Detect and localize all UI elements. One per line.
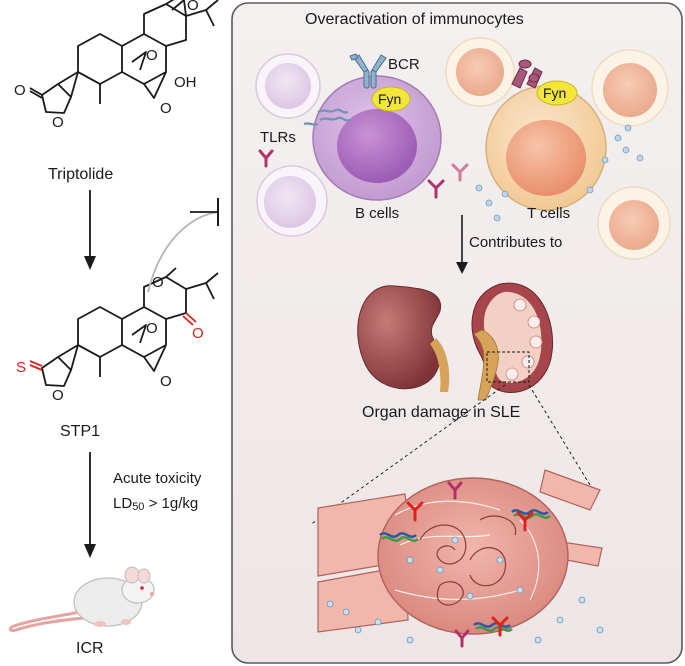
bcr-label: BCR xyxy=(388,56,420,73)
svg-text:O: O xyxy=(52,114,64,131)
fyn-t-blob xyxy=(536,80,578,106)
stp1-atoms: S O O O O O xyxy=(16,274,204,404)
ld-value: > 1g/kg xyxy=(144,495,199,512)
tlr-receptors xyxy=(303,108,351,126)
free-antibodies xyxy=(258,149,469,199)
small-t-cell-top-right xyxy=(591,49,669,127)
fyn-b-label: Fyn xyxy=(378,91,402,107)
arrow-2-head xyxy=(84,544,96,558)
svg-text:O: O xyxy=(52,387,64,404)
extracellular-dots xyxy=(326,596,604,644)
svg-text:O: O xyxy=(187,0,199,14)
small-t-cell-bottom-right xyxy=(597,186,671,260)
ld-subscript: 50 xyxy=(132,501,145,513)
contributes-label: Contributes to xyxy=(469,234,563,251)
ld-prefix: LD xyxy=(113,495,133,512)
kidney-right-section xyxy=(471,282,554,401)
tlrs-label: TLRs xyxy=(260,129,296,146)
svg-text:O: O xyxy=(146,47,158,64)
svg-text:O: O xyxy=(160,373,172,390)
small-t-cell-top-left xyxy=(445,37,515,107)
svg-text:O: O xyxy=(192,325,204,342)
small-b-cell-bottom xyxy=(256,165,328,237)
triptolide-structure xyxy=(29,0,219,114)
mouse-label: ICR xyxy=(76,640,104,657)
bcr-receptor xyxy=(349,53,387,89)
organ-damage-label: Organ damage in SLE xyxy=(362,404,521,421)
triptolide-label: Triptolide xyxy=(48,166,114,183)
mouse-illustration xyxy=(8,566,155,632)
glomerulus xyxy=(317,469,603,648)
toxicity-line2: LD50 > 1g/kg xyxy=(113,496,198,513)
svg-text:O: O xyxy=(14,82,26,99)
b-cells-label: B cells xyxy=(355,205,400,222)
zoom-box xyxy=(486,351,530,383)
fyn-t-label: Fyn xyxy=(543,85,567,101)
inhibition-curve xyxy=(147,211,219,293)
svg-text:O: O xyxy=(146,320,158,337)
stp1-structure xyxy=(41,267,219,387)
fyn-b-blob xyxy=(371,86,411,112)
tcr-receptor xyxy=(511,59,543,89)
svg-text:OH: OH xyxy=(174,74,197,91)
zoom-line-right xyxy=(528,384,591,486)
cytokine-dots xyxy=(475,124,644,222)
stp1-label: STP1 xyxy=(60,423,101,440)
triptolide-atoms: O O O O O OH xyxy=(14,0,199,131)
contributes-arrow-head xyxy=(456,262,468,274)
small-b-cell-top xyxy=(255,53,321,119)
svg-text:O: O xyxy=(152,274,164,291)
zoom-line-left xyxy=(309,384,506,526)
t-cells-label: T cells xyxy=(527,205,571,222)
t-cell xyxy=(485,85,607,211)
b-cell xyxy=(312,75,442,201)
toxicity-line1: Acute toxicity xyxy=(113,470,202,487)
svg-text:O: O xyxy=(160,100,172,117)
panel-title: Overactivation of immunocytes xyxy=(305,11,524,28)
svg-text:S: S xyxy=(16,359,26,376)
kidney-left xyxy=(357,285,450,392)
stp1-modified-bonds xyxy=(29,312,197,371)
arrow-1-head xyxy=(84,256,96,270)
